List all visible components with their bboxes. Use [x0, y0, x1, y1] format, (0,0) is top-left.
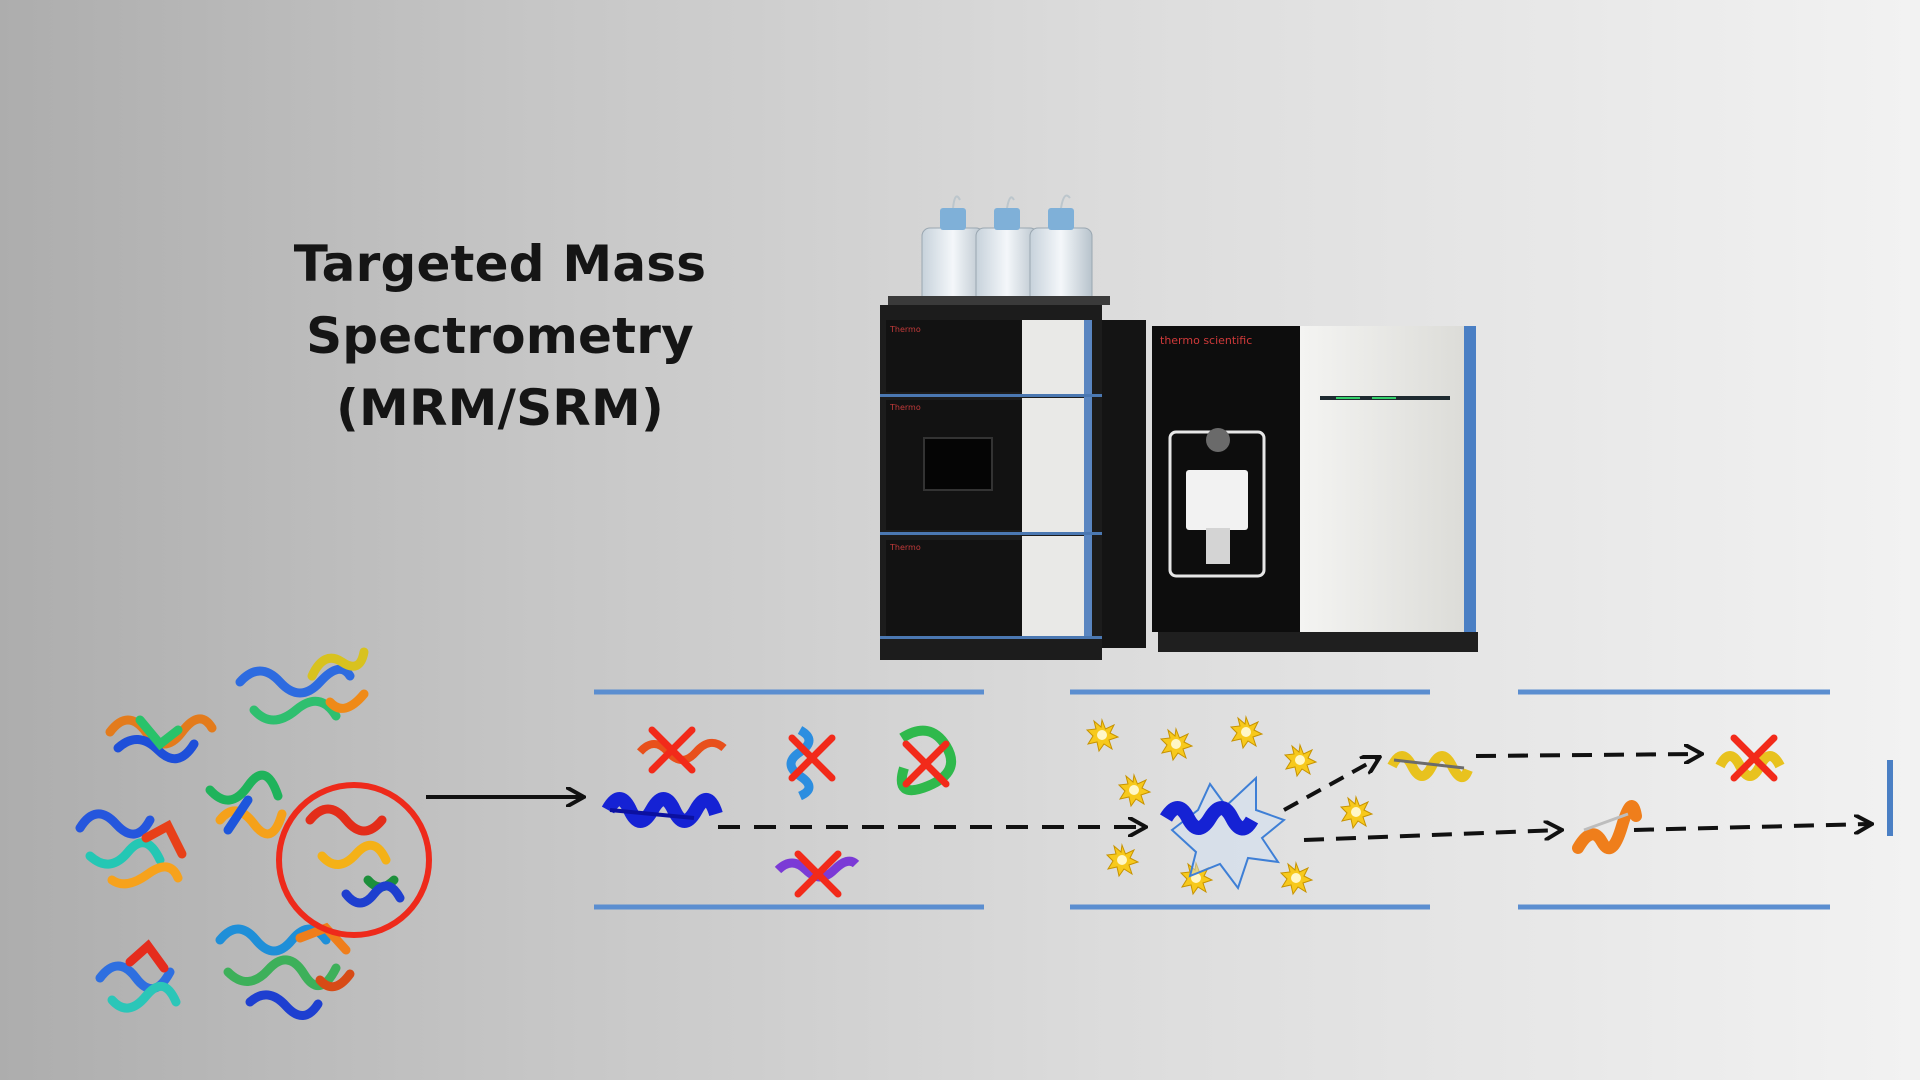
title-line-2: (MRM/SRM) [335, 379, 665, 437]
solvent-bottles [921, 194, 1093, 305]
lc-ms-instrument: Thermo Thermo Thermo thermo scientific [880, 194, 1478, 660]
q1-quadrupole [594, 689, 984, 910]
lc-module-label-3: Thermo [889, 543, 921, 552]
rejected-peptide-4 [774, 854, 860, 894]
lc-module-label-2: Thermo [889, 403, 921, 412]
fragment-ion-icon [1387, 751, 1473, 782]
fragment-path-1 [1283, 758, 1378, 812]
rejected-fragment [1715, 738, 1785, 778]
red-x-icon [652, 730, 692, 770]
mass-spectrometer: thermo scientific [1152, 326, 1478, 652]
target-selection-circle [276, 782, 432, 938]
lc-stack: Thermo Thermo Thermo [880, 305, 1102, 660]
title-line-1: Targeted Mass Spectrometry [293, 235, 707, 365]
red-x-icon [906, 744, 946, 784]
diagram-title: Targeted Mass Spectrometry (MRM/SRM) [120, 228, 880, 444]
rejected-peptide-2 [786, 726, 832, 801]
precursor-ion [601, 792, 723, 828]
protein-mixture-icon [75, 647, 369, 1020]
q2-collision-cell [1070, 689, 1430, 910]
rejected-peptide-1 [636, 730, 727, 770]
brand-label: thermo scientific [1160, 334, 1252, 347]
solvent-tray [888, 296, 1110, 305]
rejected-fragment-path [1475, 754, 1700, 756]
interface-column [1102, 320, 1146, 648]
rejected-peptide-3 [896, 725, 956, 796]
fragment-path-2 [1303, 830, 1560, 842]
target-peptide-icon [305, 804, 405, 908]
q3-quadrupole [1518, 689, 1830, 910]
lc-module-label-1: Thermo [889, 325, 921, 334]
product-transmission-arrow [1633, 824, 1870, 830]
product-ion [1572, 800, 1642, 855]
collision-burst-icon [1170, 775, 1287, 891]
fragmenting-precursor [1159, 801, 1259, 836]
